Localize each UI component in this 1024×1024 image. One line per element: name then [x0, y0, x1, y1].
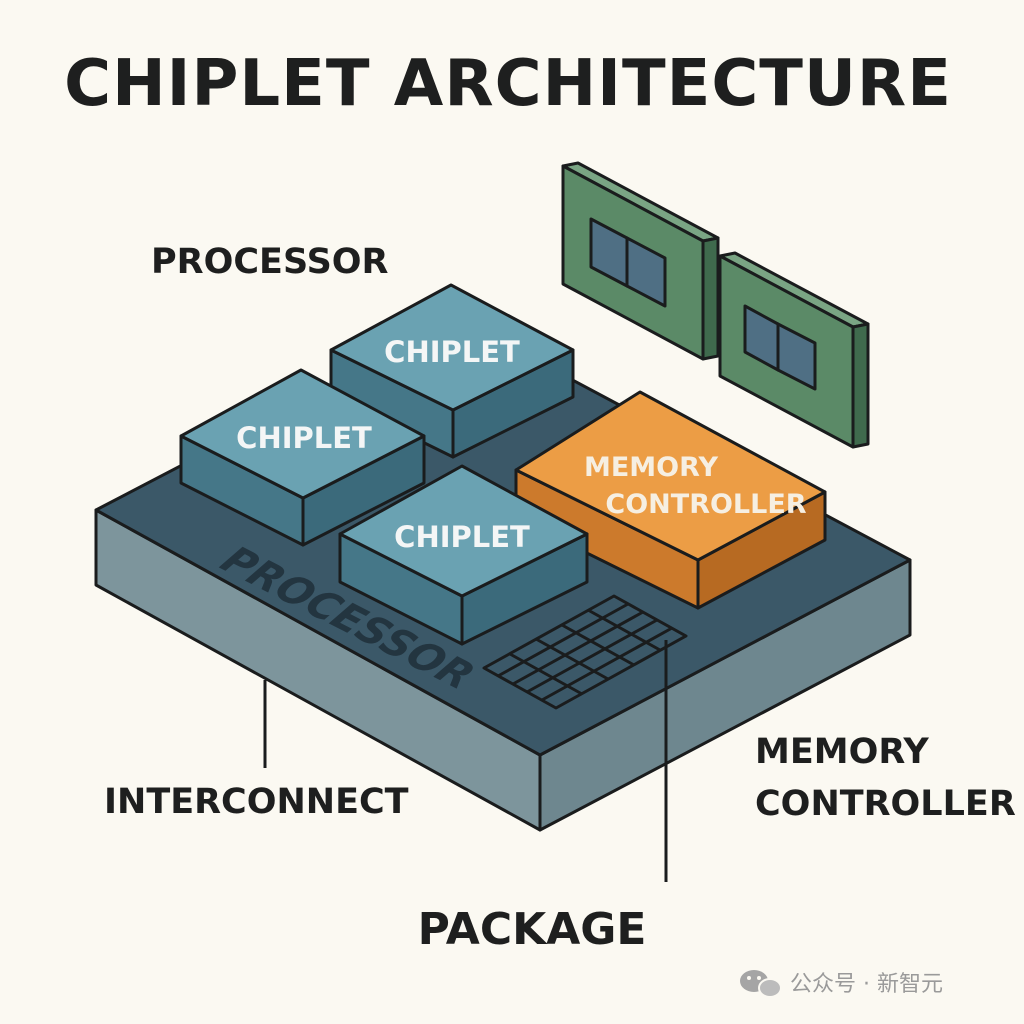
- wechat-icon: [740, 970, 782, 998]
- watermark: 公众号 · 新智元: [740, 970, 943, 998]
- interconnect-grid: [482, 594, 688, 710]
- diagram-title: CHIPLET ARCHITECTURE: [64, 47, 952, 121]
- memory-controller-block: MEMORY CONTROLLER: [514, 390, 827, 610]
- processor-label: PROCESSOR: [151, 242, 389, 282]
- memory-controller-callout-line2: CONTROLLER: [755, 784, 1016, 824]
- chiplet-left: CHIPLET: [179, 368, 426, 547]
- memory-controller-label-line1: MEMORY: [584, 452, 718, 483]
- memory-controller-callout-line1: MEMORY: [755, 732, 929, 772]
- chiplet-back: CHIPLET: [329, 283, 575, 459]
- memory-module-1: [561, 161, 720, 361]
- memory-module-2: [718, 251, 870, 449]
- chiplet-label: CHIPLET: [384, 335, 520, 369]
- interconnect-label: INTERCONNECT: [104, 782, 409, 822]
- chiplet-label: CHIPLET: [394, 520, 530, 554]
- watermark-text: 公众号 · 新智元: [790, 972, 943, 997]
- package-label: PACKAGE: [418, 904, 647, 955]
- chiplet-front: CHIPLET: [338, 464, 589, 646]
- chiplet-label: CHIPLET: [236, 421, 372, 455]
- memory-controller-label-line2: CONTROLLER: [605, 489, 806, 520]
